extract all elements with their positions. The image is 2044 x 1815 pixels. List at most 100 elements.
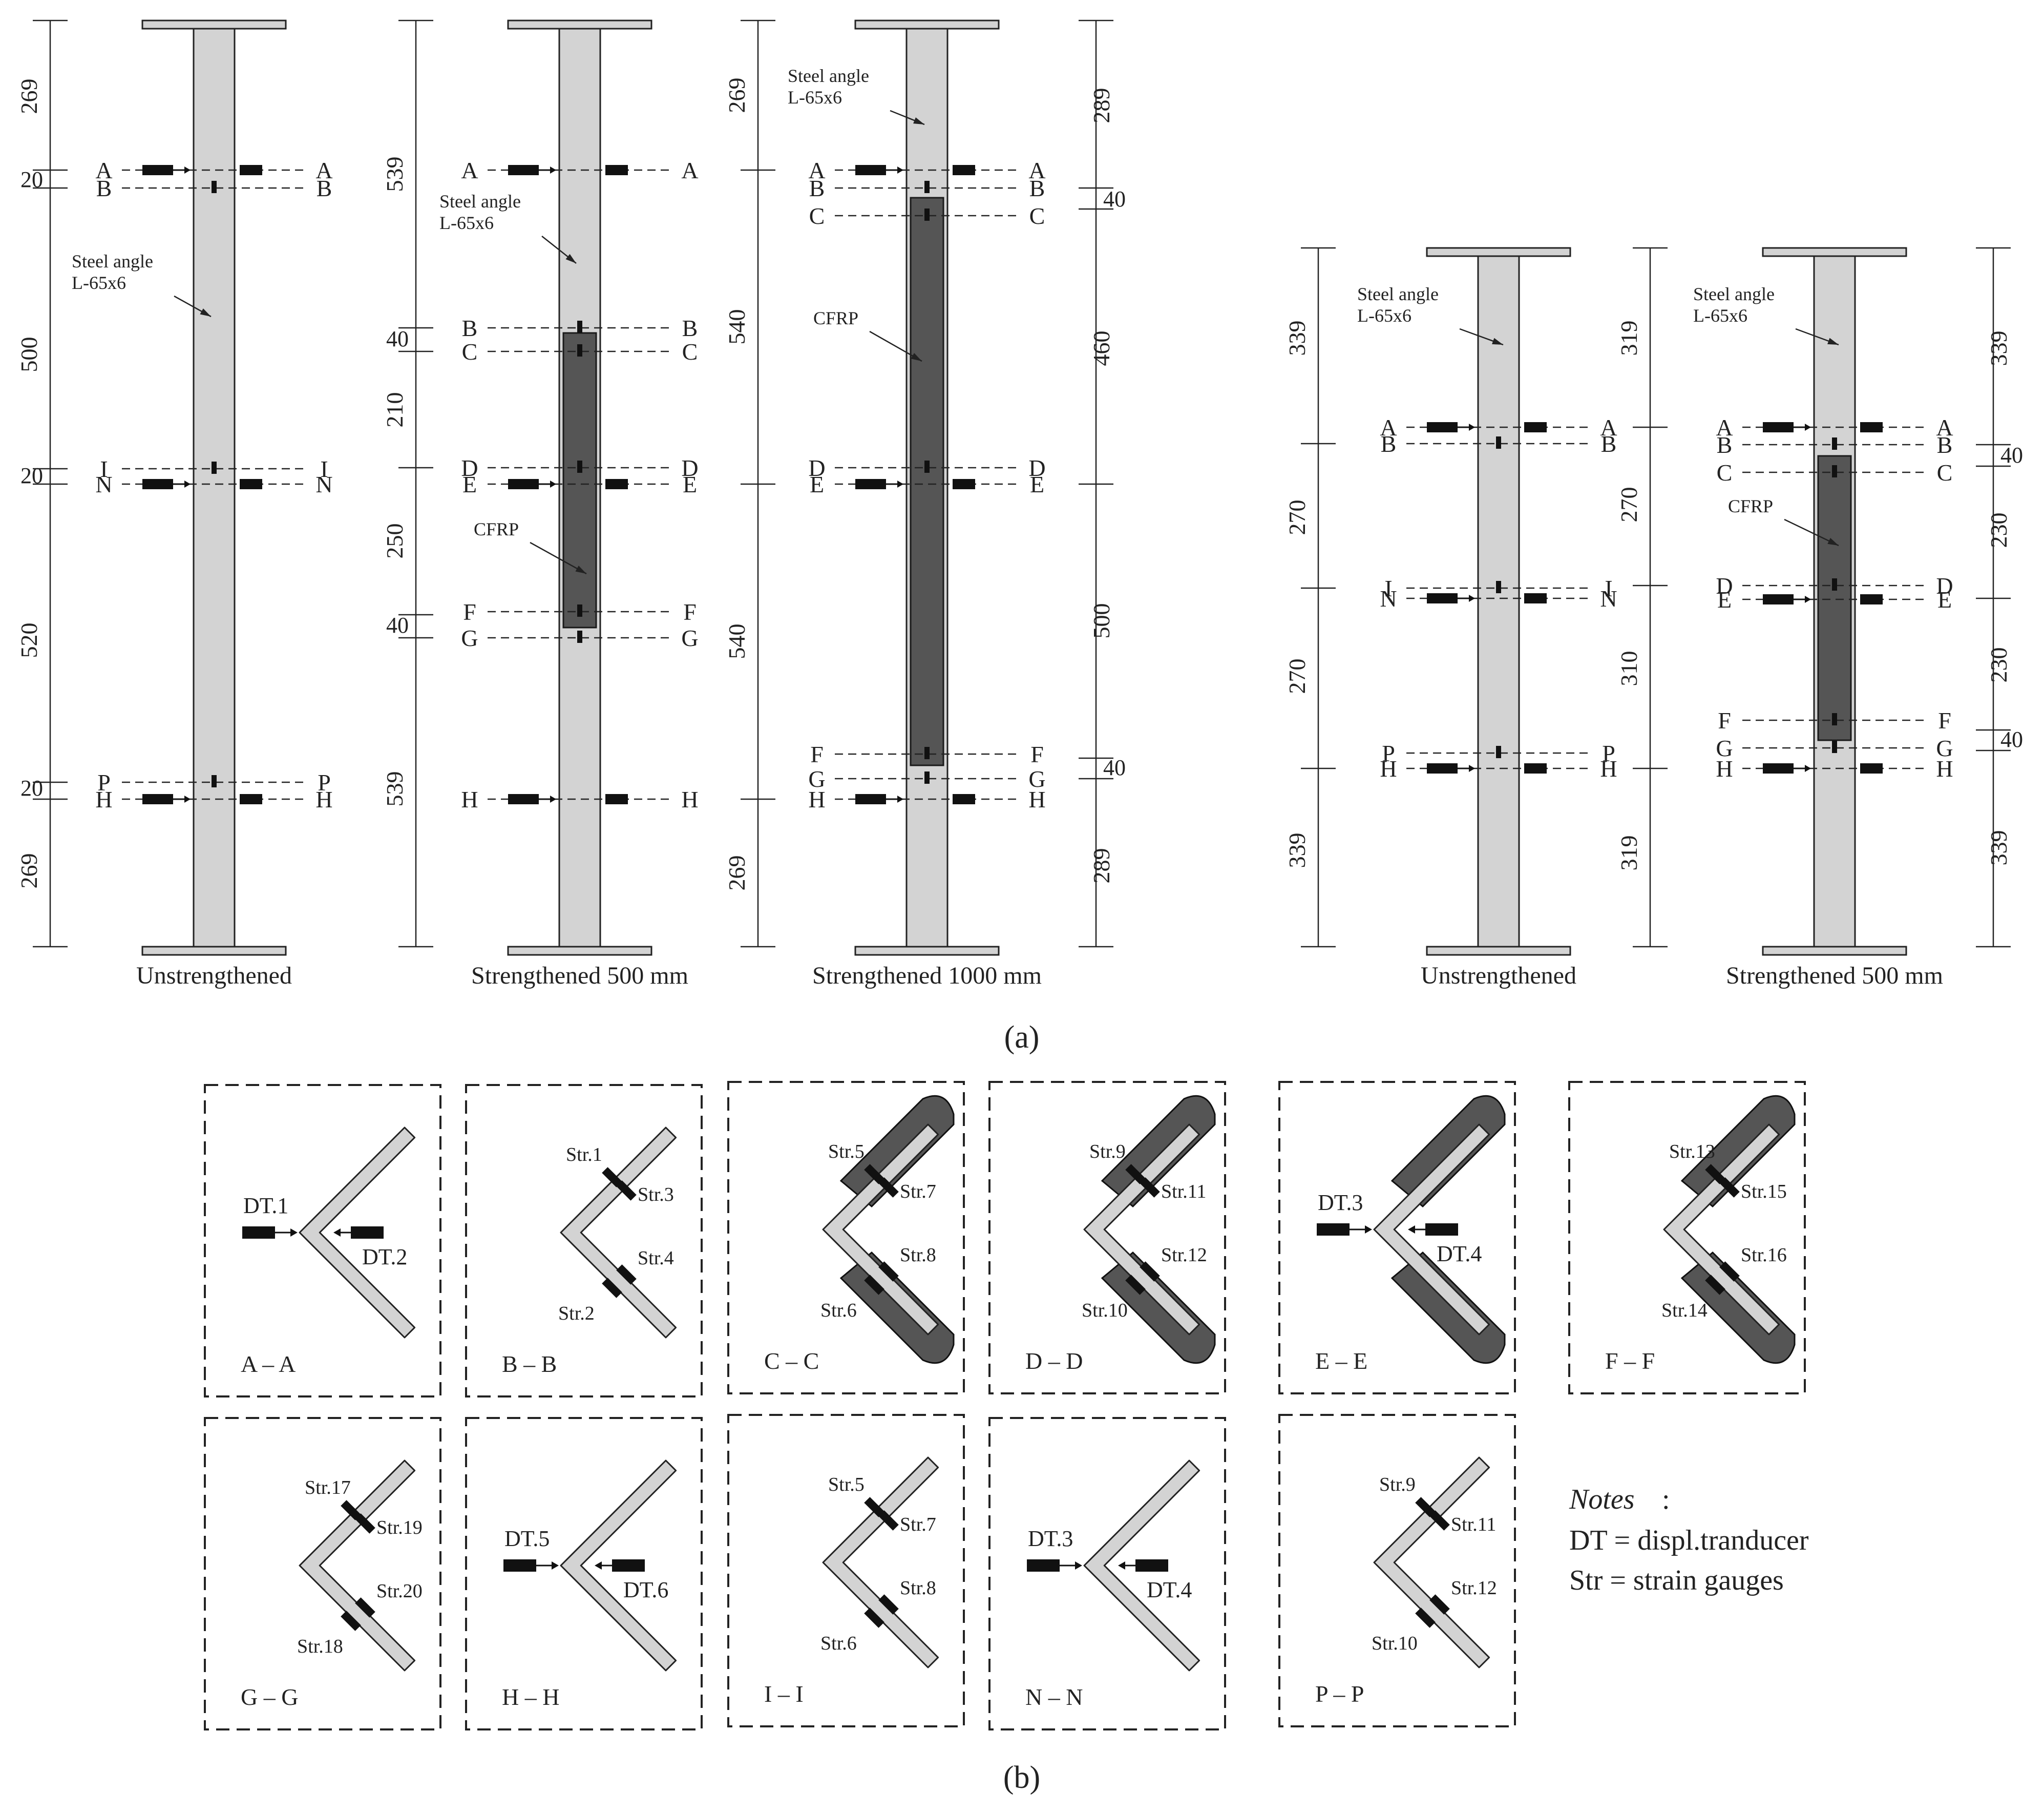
strain-gauge-label: Str.5 [828,1141,865,1162]
section-letter-left: I [1384,575,1392,601]
section-letter-left: D [1716,573,1733,599]
transducer-left [1317,1223,1350,1236]
strain-gauge-mark [878,1594,899,1615]
section-letter-right: H [681,786,698,812]
strain-gauge-label: Str.18 [297,1636,343,1657]
displacement-transducer-right [1524,763,1547,774]
strain-gauge-label: Str.15 [1741,1181,1787,1202]
section-title: D – D [1025,1348,1083,1374]
section-letter-left: H [808,786,825,812]
strain-gauge-label: Str.16 [1741,1244,1787,1266]
displacement-transducer-right [605,479,628,489]
steel-angle-section [1083,1123,1200,1336]
section-box [465,1084,703,1397]
dimension-value: 40 [386,326,409,351]
strain-gauge-mark [924,747,930,759]
transducer-arrow-head [1408,1225,1415,1234]
section-letter-right: B [317,175,332,201]
strain-gauge-mark [577,604,582,617]
strain-gauge-label: Str.2 [558,1303,595,1324]
strain-gauge-label: Str.7 [900,1181,936,1202]
section-box [1278,1081,1516,1394]
steel-angle-section [1373,1123,1490,1336]
section-letter-left: F [1718,707,1731,734]
column-caption: Strengthened 1000 mm [812,962,1042,989]
section-box [727,1081,965,1394]
strain-gauge-mark [1140,1177,1160,1198]
top-end-plate [854,19,1000,30]
steel-angle-label: L-65x6 [1693,305,1747,326]
displacement-transducer-right [1860,422,1883,432]
transducer-label: DT.3 [1028,1526,1073,1551]
section-letter-left: A [95,157,112,183]
dimension-value: 540 [724,309,750,345]
displacement-transducer-left [855,165,886,175]
transducer-arrow-head [290,1228,298,1237]
section-letter-right: I [320,456,328,482]
strain-gauge-label: Str.9 [1089,1141,1126,1162]
transducer-arrow-head [552,1561,559,1570]
cfrp-sheet [1817,455,1852,741]
section-title: P – P [1315,1681,1364,1707]
section-letter-right: B [1601,431,1617,457]
dimension-value: 289 [1088,88,1114,123]
dimension-value: 270 [1284,659,1310,694]
displacement-transducer-left [1427,763,1458,774]
strain-gauge-mark [1415,1608,1436,1628]
steel-angle-label: L-65x6 [1357,305,1411,326]
transducer-arrow-head [550,166,556,174]
section-letter-right: D [1936,573,1953,599]
dimension-value: 339 [1284,321,1310,356]
dimension-value: 539 [382,157,408,192]
section-box [727,1414,965,1727]
dimension-value: 269 [724,78,750,113]
section-letter-right: N [1600,586,1617,612]
steel-angle-section [1663,1123,1780,1336]
strain-gauge-mark [341,1500,361,1520]
strain-gauge-mark [577,344,582,357]
section-letter-right: N [315,471,332,497]
section-letter-right: E [1937,587,1952,613]
strain-gauge-label: Str.6 [820,1300,857,1321]
section-letter-left: C [1717,460,1733,486]
section-title: N – N [1025,1684,1083,1710]
section-letter-right: I [1605,575,1612,601]
section-title: F – F [1605,1348,1655,1374]
strain-gauge-mark [1832,578,1837,591]
section-letter-right: C [1029,203,1045,229]
section-letter-left: A [808,157,825,183]
strain-gauge-mark [1832,437,1837,450]
steel-angle-member [193,28,236,948]
dimension-value: 250 [382,524,408,559]
column-caption: Unstrengthened [1421,962,1576,989]
dimension-value: 20 [20,167,43,192]
displacement-transducer-right [953,165,975,175]
strain-gauge-mark [1140,1261,1160,1282]
cfrp-sheet [910,197,944,766]
steel-angle-section [822,1456,939,1668]
section-letter-right: A [1028,157,1045,183]
displacement-transducer-left [1763,594,1794,604]
steel-angle-section [560,1459,677,1672]
strain-gauge-mark [878,1177,899,1198]
displacement-transducer-right [240,794,262,804]
steel-angle-section [822,1123,939,1336]
strain-gauge-mark [924,771,930,784]
dimension-value: 500 [16,337,42,372]
transducer-arrow-head [1365,1225,1372,1234]
notes-heading: Notes [1569,1484,1635,1515]
section-title: G – G [241,1684,298,1710]
notes-line: DT = displ.tranducer [1569,1525,1809,1556]
transducer-arrow-head [1805,596,1811,603]
strain-gauge-mark [577,461,582,473]
section-letter-left: E [462,471,477,497]
leader-arrowhead [1827,338,1839,345]
section-letter-left: H [1380,756,1397,782]
section-letter-right: A [1600,414,1617,441]
strain-gauge-label: Str.12 [1451,1577,1497,1599]
